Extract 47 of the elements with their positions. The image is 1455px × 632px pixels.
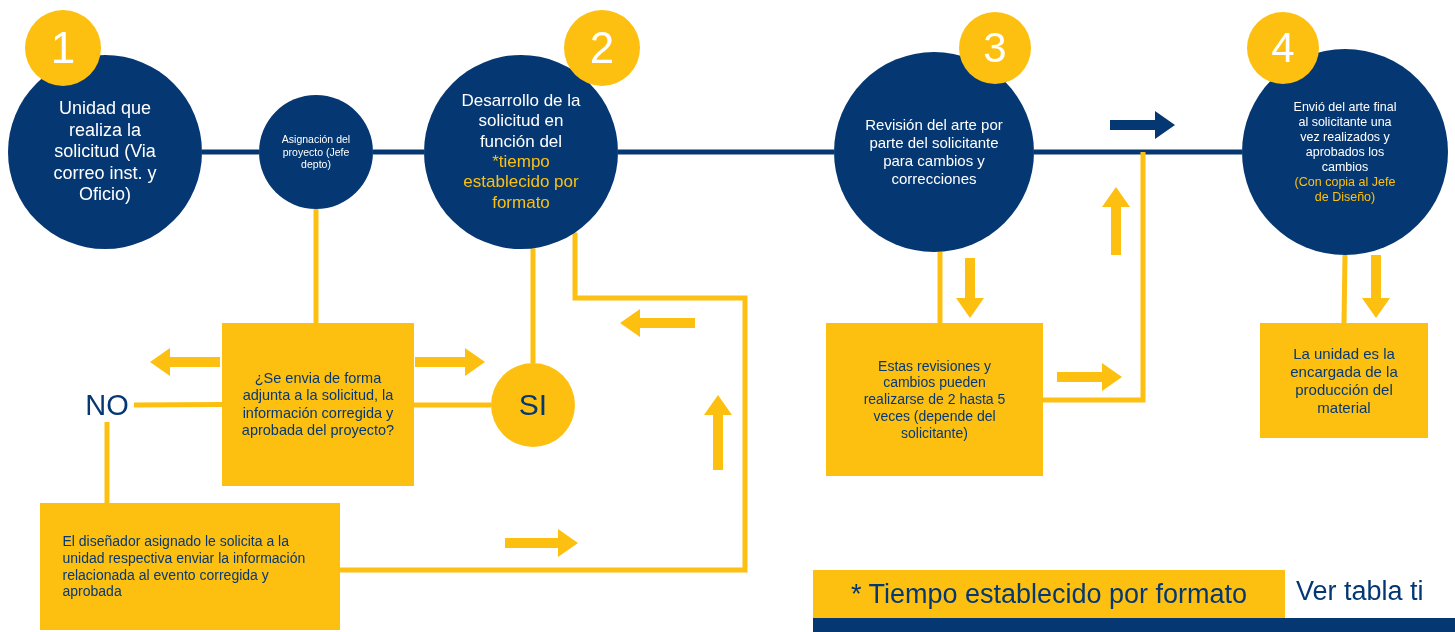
node-text: ¿Se envia de forma adjunta a la solicitud, la información corregida y aprobada del proyecto? xyxy=(240,369,396,440)
direction-arrow xyxy=(505,529,578,557)
process-box xyxy=(1260,323,1428,438)
node-text: Unidad que realiza la solicitud (Via correo inst. y Oficio) xyxy=(52,98,158,206)
node-text: Desarrollo de la solicitud en función del xyxy=(460,90,582,152)
direction-arrow xyxy=(1110,111,1175,139)
node-note: (Con copia al Jefe de Diseño) xyxy=(1293,174,1397,205)
connector-line xyxy=(1034,149,1242,155)
direction-arrow xyxy=(150,348,220,376)
node-text: 1 xyxy=(50,21,76,74)
process-box xyxy=(40,503,340,630)
node-text: Envió del arte final al solicitante una vez realizados y aprobados los cambios xyxy=(1292,99,1398,175)
connector-line xyxy=(530,248,536,363)
node-text: Estas revisiones y cambios pueden realizarse de 2 hasta 5 veces (depende del solicitante) xyxy=(862,357,1007,442)
direction-arrow xyxy=(1362,255,1390,318)
connector-line xyxy=(340,232,748,573)
direction-arrow xyxy=(415,348,485,376)
node-text: 4 xyxy=(1271,22,1295,73)
side-note: Ver tabla ti xyxy=(1296,576,1424,607)
direction-arrow xyxy=(956,258,984,318)
decision-box xyxy=(222,323,414,486)
connector-line xyxy=(373,149,424,155)
connector-line xyxy=(414,402,491,408)
node-text: La unidad es la encargada de la producción del material xyxy=(1289,344,1399,417)
direction-arrow xyxy=(620,309,695,337)
connector-line xyxy=(313,209,319,323)
node-text: Revisión del arte por parte del solicitante para cambios y correcciones xyxy=(864,116,1004,188)
direction-arrow xyxy=(704,395,732,470)
connector-line xyxy=(1043,152,1146,403)
connector-line xyxy=(618,149,834,155)
node-text: 2 xyxy=(589,21,615,74)
note-box xyxy=(826,323,1043,476)
connector-line xyxy=(104,422,110,503)
direction-arrow xyxy=(1057,363,1122,391)
direction-arrow xyxy=(1102,187,1130,255)
connector-line xyxy=(1341,254,1348,324)
decision-label: NO xyxy=(80,388,134,422)
connector-line xyxy=(134,402,222,408)
node-text: 3 xyxy=(983,22,1007,73)
node-text: Asignación del proyecto (Jefe depto) xyxy=(280,133,352,171)
node-text: El diseñador asignado le solicita a la unidad respectiva enviar la información relacionada al evento corregida y aprobada xyxy=(62,532,307,601)
note-banner xyxy=(813,570,1285,618)
connector-line xyxy=(937,251,943,323)
node-note: *tiempo establecido por formato xyxy=(462,152,580,214)
node-text: * Tiempo establecido por formato xyxy=(850,577,1248,611)
connector-line xyxy=(202,149,259,155)
node-text: SI xyxy=(518,387,548,423)
